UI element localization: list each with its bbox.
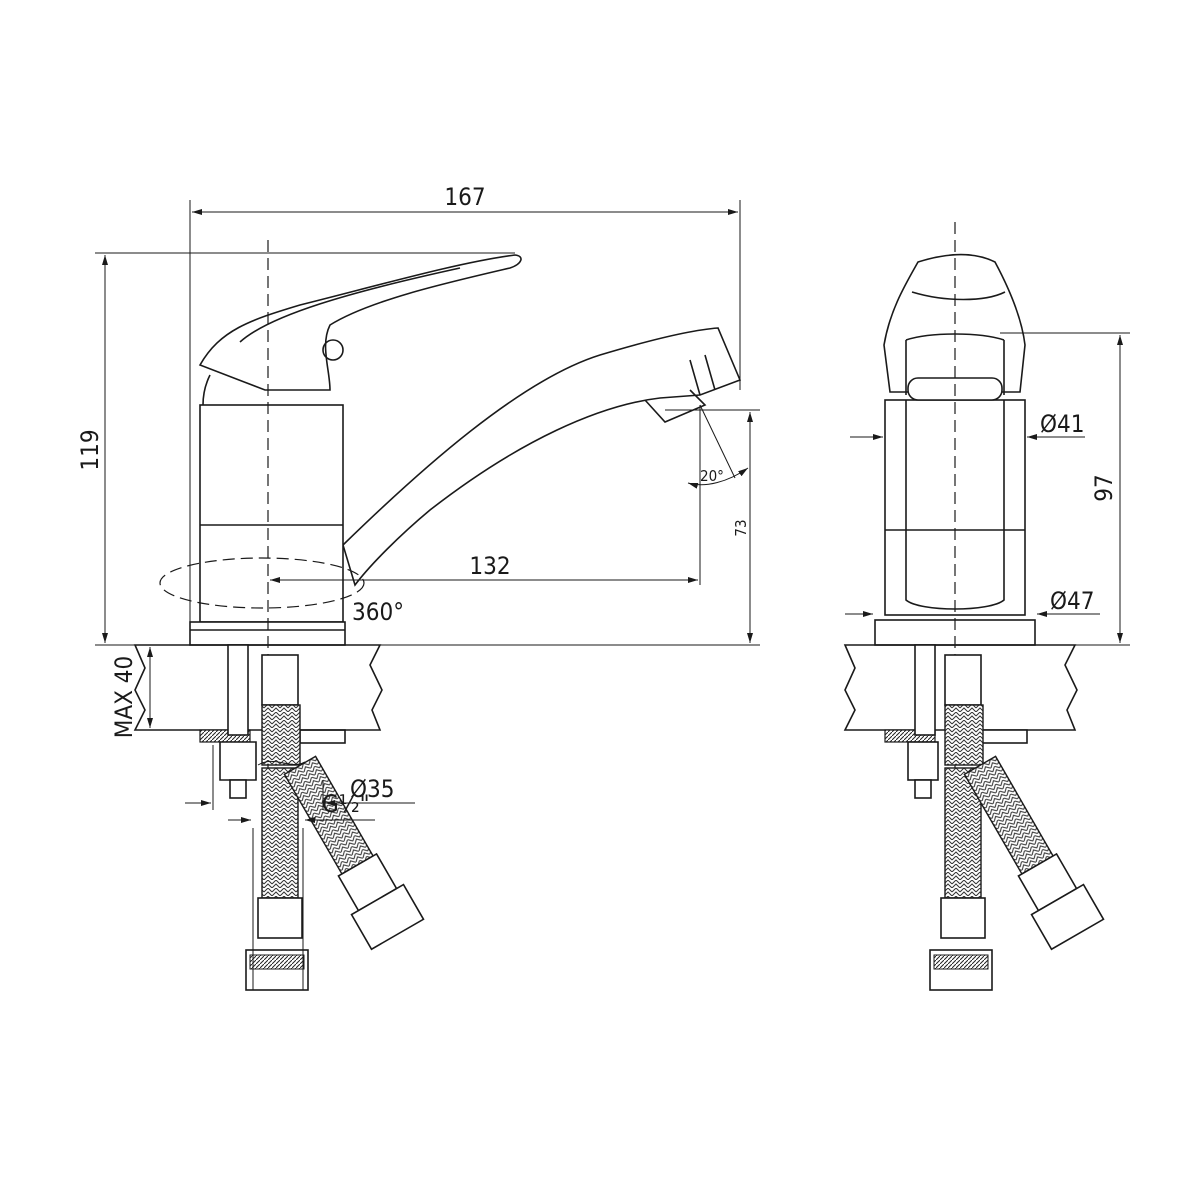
dim-overall-height: 119 [76, 429, 104, 470]
front-view: Ø41 Ø47 97 [843, 222, 1130, 991]
rotation-ellipse [159, 557, 365, 609]
dim-connection-thread: G½" [322, 790, 370, 818]
dim-mount-hole: Ø35 [350, 775, 394, 803]
rotation-label: 360° [352, 598, 404, 626]
spout [342, 327, 742, 587]
body [199, 404, 344, 623]
side-view: 167 119 73 132 20° 360° MAX 40 Ø35 G½" [76, 183, 760, 991]
dim-body-diameter: Ø41 [1040, 410, 1084, 438]
dim-overall-length: 167 [444, 183, 485, 211]
front-body [884, 399, 1026, 616]
dim-body-height: 97 [1090, 474, 1118, 501]
lever-handle [198, 254, 522, 391]
dim-spout-reach: 132 [469, 552, 510, 580]
countertop [133, 644, 383, 731]
dim-base-diameter: Ø47 [1050, 587, 1094, 615]
dim-spout-angle: 20° [700, 467, 724, 485]
dim-max-counter-thickness: MAX 40 [110, 656, 138, 739]
dim-spout-height: 73 [732, 519, 750, 536]
